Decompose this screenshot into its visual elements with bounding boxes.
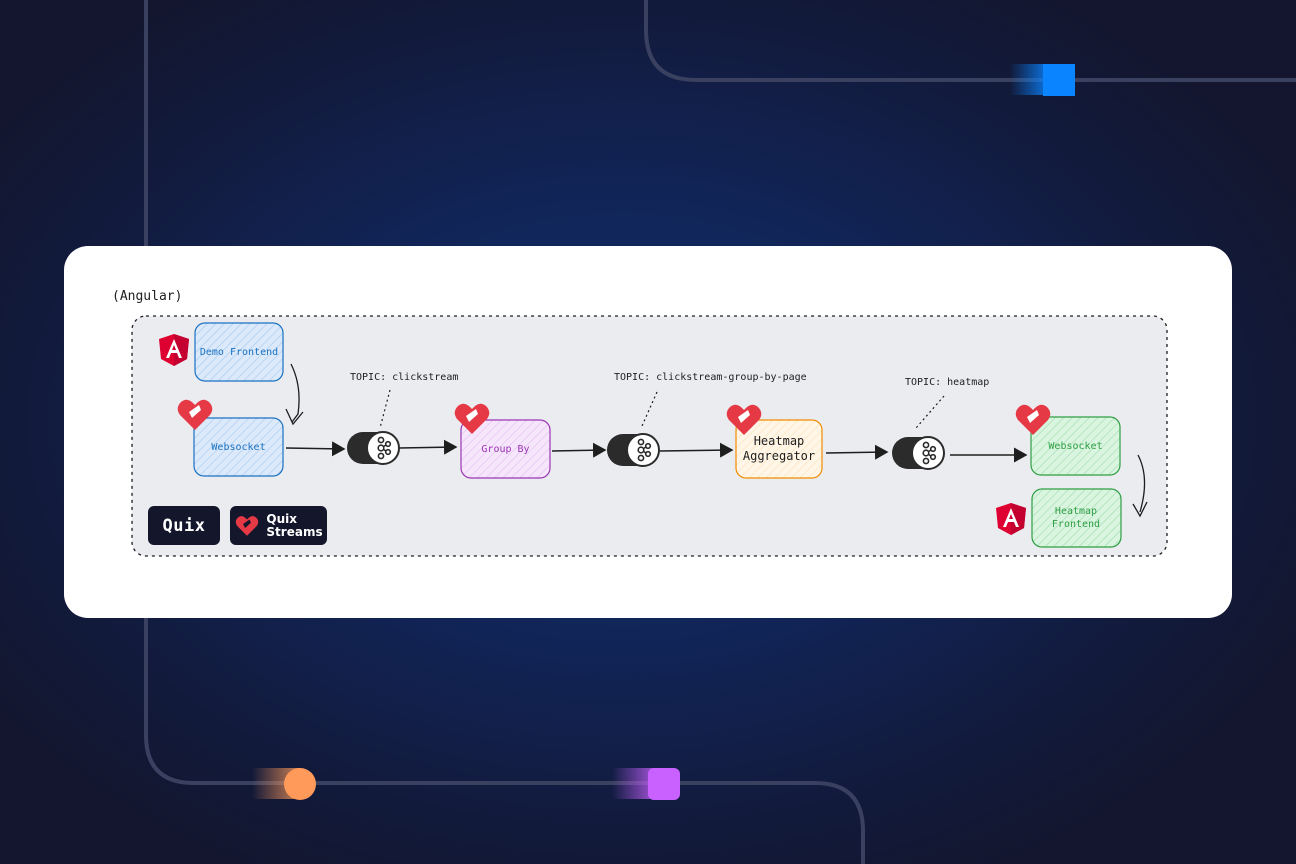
purple-square-marker: [648, 768, 680, 800]
websocket-out-label: Websocket: [1048, 440, 1103, 452]
arrow-websocket-to-clickstream: [285, 441, 346, 457]
heatmap-frontend-box: [1031, 488, 1122, 548]
websocket-to-frontend-arrow: [1137, 454, 1146, 513]
architecture-diagram: [131, 315, 1168, 557]
arrow-topic2-to-aggregator: [659, 442, 734, 458]
group-by-label: Group By: [481, 443, 530, 455]
demo-frontend-label: Demo Frontend: [199, 346, 279, 358]
topic-pointer-group-by-page: [641, 391, 658, 427]
quix-streams-text: Quix Streams: [266, 511, 323, 539]
websocket-out-box: [1030, 416, 1121, 476]
group-by-box: [460, 419, 551, 479]
quix-logo-text: Quix: [162, 515, 206, 536]
heatmap-frontend-label: Heatmap Frontend: [1051, 506, 1101, 530]
arrow-aggregator-to-heatmap: [825, 444, 889, 460]
websocket-in-label: Websocket: [211, 441, 266, 453]
demo-to-websocket-arrow: [290, 363, 300, 423]
quix-streams-line1: Quix: [266, 511, 298, 526]
topic-label-clickstream: TOPIC: clickstream: [350, 372, 459, 383]
kafka-topic-icon-clickstream: [346, 431, 400, 465]
bg-line-bottom: [144, 618, 865, 864]
frame-label: (Angular): [112, 289, 183, 304]
websocket-in-box: [193, 417, 284, 477]
blue-square-marker: [1043, 64, 1075, 96]
kafka-topic-icon-group-by-page: [606, 433, 660, 467]
arrow-groupby-to-topic2: [551, 442, 607, 458]
heatmap-aggregator-label: Heatmap Aggregator: [742, 434, 816, 463]
kafka-topic-icon-heatmap: [891, 436, 945, 470]
quix-streams-line2: Streams: [266, 524, 323, 539]
orange-circle-marker: [284, 768, 316, 800]
quix-streams-logo: Quix Streams: [230, 506, 327, 545]
diagram-card: (Angular): [64, 246, 1232, 618]
topic-pointer-clickstream: [379, 389, 391, 429]
topic-label-heatmap: TOPIC: heatmap: [905, 377, 990, 388]
topic-label-group-by-page: TOPIC: clickstream-group-by-page: [614, 372, 807, 383]
bg-line-top-right: [644, 0, 1296, 82]
heatmap-aggregator-box: [735, 419, 823, 479]
arrow-clickstream-to-groupby: [398, 439, 458, 455]
quix-streams-heart-icon: [236, 515, 259, 536]
quix-logo: Quix: [148, 506, 220, 545]
demo-frontend-box: [194, 322, 284, 382]
topic-pointer-heatmap: [915, 395, 945, 429]
